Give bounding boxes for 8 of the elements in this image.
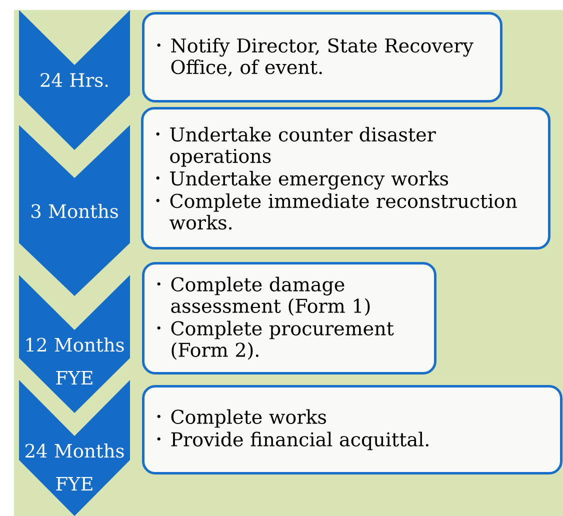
text-box: Notify Director, State Recovery Office, of event.	[142, 12, 502, 102]
text-box: Undertake counter disaster operations Undertake emergency works Complete immediate reconstruction works.	[141, 107, 550, 250]
text-box: Complete works Provide financial acquittal.	[142, 385, 562, 474]
chevron-block: 12 Months FYE	[19, 275, 130, 413]
chevron-block: 24 Hrs.	[19, 10, 130, 150]
node-label: 24 Months FYE	[25, 443, 124, 491]
chevron-block: 3 Months	[19, 125, 130, 296]
text-box: Complete damage assessment (Form 1) Complete procurement (Form 2).	[142, 262, 436, 374]
